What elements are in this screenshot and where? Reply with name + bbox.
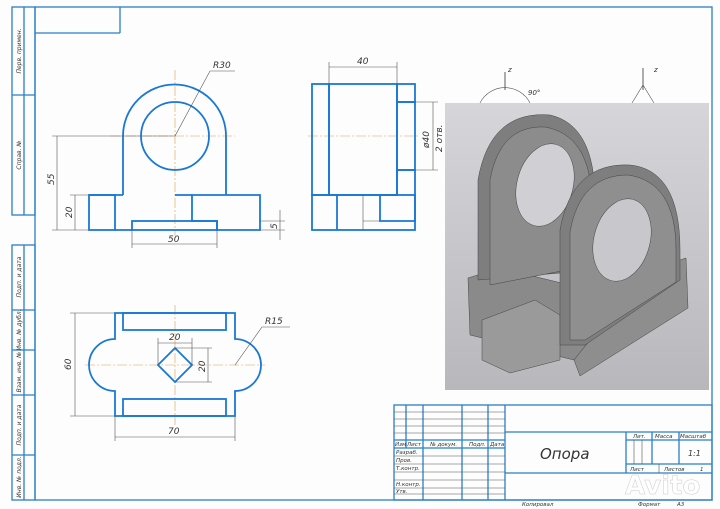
sheet-label: Лист [629,467,645,473]
strip-cell-label: Инв. № дубл. [16,309,23,350]
role-label: Н.контр. [396,482,421,488]
axis-z-label-2: z [653,66,658,74]
watermark-logo: Avito [625,471,700,501]
header-doc: № докум. [429,442,457,448]
part-name: Опора [540,445,590,463]
role-label: Т.контр. [396,466,420,472]
hole-count: 2 отв. [435,124,445,152]
side-view: 40 ø40 2 отв. [308,57,445,231]
dim-55: 55 [47,173,57,185]
angle-label: 90° [528,89,540,97]
strip-cell-label: Подп. и дата [16,256,23,297]
dim-square-width: 20 [169,333,181,343]
hole-diameter: ø40 [422,131,432,149]
dim-60: 60 [64,358,74,370]
header-izm: Изм [395,442,406,448]
copied-label: Копировал [522,502,554,508]
side-strip-labels: Перв. примен. Справ. № Подп. и дата Инв.… [16,28,23,497]
radius-r30: R30 [213,61,231,71]
radius-r15: R15 [265,317,283,327]
mass-label: Масса [655,434,673,440]
header-date: Дата [489,442,505,448]
dim-70: 70 [168,427,180,437]
top-view: 20 20 60 70 R15 [64,305,290,441]
strip-cell-label: Взам. инв. № [16,352,23,393]
iso-axes: z 90° z [479,66,658,104]
strip-cell-label: Перв. примен. [16,28,23,73]
role-label: Утв. [396,489,408,495]
strip-cell-label: Подп. и дата [16,404,23,445]
dim-50: 50 [168,235,180,245]
dim-20: 20 [65,206,75,218]
dim-40: 40 [357,57,369,67]
format-label: Формат [638,502,661,508]
header-list: Лист [406,442,422,448]
axis-z-label: z [507,66,512,74]
scale-value: 1:1 [688,449,701,458]
scale-label: Масштаб [680,434,707,440]
dim-5: 5 [270,223,280,229]
iso-3d-render [445,103,709,390]
format-value: A3 [676,502,685,508]
role-label: Разраб. [396,450,418,456]
lit-label: Лит. [632,434,646,440]
role-label: Пров. [396,458,412,464]
front-view: 55 20 50 5 R30 [47,61,285,248]
header-sign: Подп. [469,442,486,448]
strip-cell-label: Справ. № [16,140,23,169]
strip-cell-label: Инв. № подл. [16,456,23,497]
sheets-label: Листов [663,467,685,473]
dim-square-height: 20 [198,360,208,372]
sheet-frame [11,6,713,501]
sheets-count: 1 [700,467,704,473]
title-block: Изм Лист № докум. Подп. Дата Разраб. Про… [393,404,713,508]
